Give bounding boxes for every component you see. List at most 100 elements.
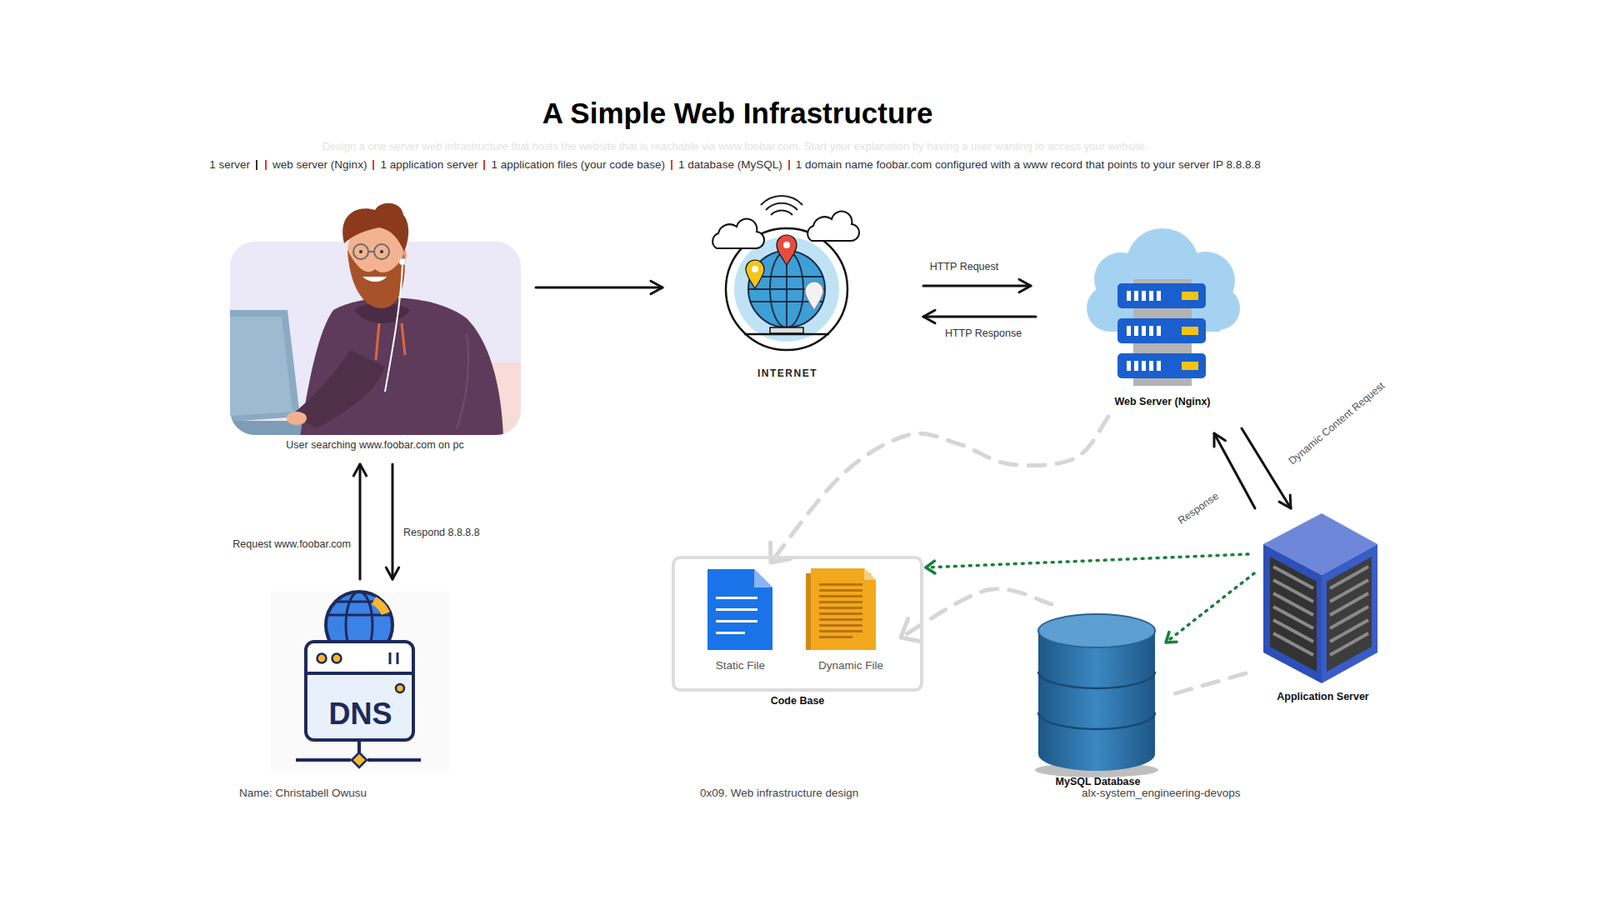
dynamic-file-icon [819,612,863,615]
arrow-head [353,464,366,476]
dns-server-icon [305,671,414,675]
connector-arrow [535,280,663,294]
arrow-head [650,280,663,294]
requirement-text: 1 domain name foobar.com configured with… [795,158,1261,171]
dynamic-file-icon [864,568,876,580]
user-illustration [380,250,384,254]
application-server-icon [1263,513,1378,684]
file-node: Dynamic File [800,565,901,679]
dynamic-file-icon [819,618,863,621]
dns-server-icon [371,596,390,615]
edge-label: Dynamic Content Request [1284,377,1390,470]
dns-server-icon [270,591,450,771]
dynamic-file-icon [819,624,863,627]
footer-note: alx-system_engineering-devops [1081,786,1241,800]
dynamic-file-icon [819,635,853,639]
web-server-icon [1149,325,1154,336]
connector-line [923,315,1036,319]
node-label: Web Server (Nginx) [1114,395,1210,409]
dynamic-file-icon [819,583,863,639]
internet-globe-icon [745,260,765,289]
user-illustration [385,265,403,392]
web-server-node: Web Server (Nginx) [1083,237,1242,413]
edge-label: HTTP Response [942,326,1025,340]
separator-bar [255,160,258,170]
connector-arrow [923,279,1031,292]
connector-line [925,554,1249,568]
dns-server-icon [317,654,327,664]
requirement-text: 1 server [209,158,250,171]
web-server-icon [1126,290,1131,301]
database-node: MySQL Database [1033,606,1163,789]
web-server-icon [1126,360,1131,371]
web-server-icon [1134,290,1139,301]
web-server-icon [1156,360,1161,371]
dns-server-icon [270,591,450,771]
separator-bar [670,160,673,170]
arrow-head [1279,495,1291,509]
static-file-icon [715,596,758,600]
user-illustration [399,258,406,265]
connector-arrow [353,464,366,580]
internet-globe-icon [765,203,798,210]
arrow-head [925,560,935,574]
dynamic-file-icon [819,606,863,610]
web-server-icon [1181,326,1199,335]
node-label: Static File [715,659,765,673]
requirement-text: 1 application files (your code base) [490,158,665,171]
arrow-head [923,310,935,323]
user-illustration [230,310,300,422]
internet-globe-icon [760,195,803,205]
web-server-icon [1181,291,1199,370]
static-file-icon [754,569,773,588]
diagram-title: A Simple Web Infrastructure [0,96,1475,130]
requirements-row: 1 serverweb server (Nginx)1 application … [0,158,1470,171]
dns-server-icon [395,684,405,693]
application-server-icon [1270,556,1317,672]
dns-server-icon [332,654,342,664]
dns-server-icon [308,675,411,738]
internet-globe-icon [770,327,804,334]
web-server-icon [1149,290,1154,301]
footer-note: Name: Christabell Owusu [239,786,367,800]
connector-arrow [1165,573,1255,643]
web-server-icon [1126,290,1161,371]
connector-arrow [1166,673,1246,696]
connector-arrow [923,310,1036,323]
arrow-head [900,619,921,642]
database-cylinder [1038,630,1155,771]
dns-server-icon [295,758,351,762]
database-cylinder [1035,614,1159,778]
user-illustration [375,323,380,360]
file-node: Static File [700,565,780,679]
web-server-icon [1156,325,1161,336]
edge-label: HTTP Request [927,260,1001,274]
edge-label: Response [1173,488,1224,530]
dns-server-icon [324,600,395,604]
node-label: DNS [328,696,392,732]
requirement-text: 1 database (MySQL) [678,158,783,171]
dynamic-file-icon [819,595,863,598]
connector-line [900,589,1052,638]
connector-line [535,286,663,290]
web-server-icon [1117,353,1206,379]
static-file-icon [707,569,773,650]
user-illustration [374,244,390,260]
footer-note: 0x09. Web infrastructure design [700,786,859,800]
user-illustration [342,203,409,252]
dynamic-file-icon [819,583,863,586]
web-server-icon [1086,228,1240,386]
application-server-icon [1263,544,1322,684]
node-label: User searching www.foobar.com on pc [285,438,464,452]
dynamic-file-icon [805,568,876,650]
application-server-icon [1273,633,1314,655]
connector-line [770,416,1109,563]
static-file-icon [707,569,773,650]
application-server-icon [1321,544,1378,684]
user-illustration [230,316,293,416]
web-server-icon [1141,290,1146,301]
user-illustration [456,333,469,430]
internet-globe-icon [712,195,860,350]
dynamic-file-icon [810,568,876,650]
